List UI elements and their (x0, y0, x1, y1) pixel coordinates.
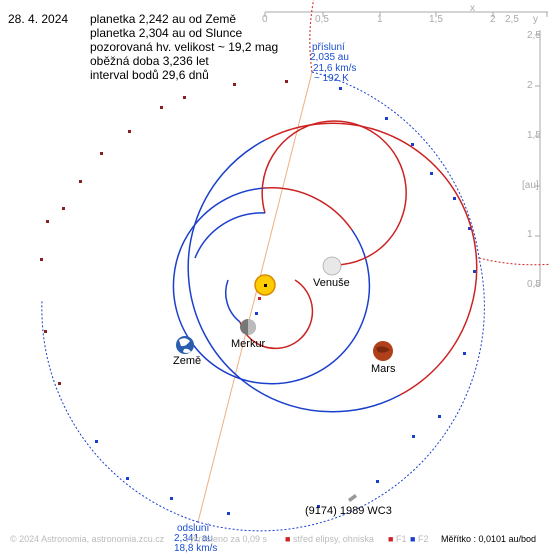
top-scale-tick-2: 1 (377, 14, 383, 25)
footer-f2: ■ F2 (410, 534, 429, 544)
asteroid-label: (9174) 1989 WC3 (305, 505, 392, 517)
mars-label: Mars (371, 363, 396, 375)
venus-orbit-red (261, 120, 407, 266)
mercury-icon (240, 319, 256, 335)
info-line-5: interval bodů 29,6 dnů (90, 68, 209, 82)
aphelion-title: odsluní (177, 523, 210, 534)
top-scale-tick-5: 2,5 (505, 14, 519, 25)
earth-label: Země (173, 355, 202, 367)
footer-rendered: vykresleno za 0,09 s (185, 534, 268, 544)
mars-orbit-red (264, 122, 478, 396)
top-scale-tick-1: 0,5 (315, 14, 329, 25)
top-scale-unit: y (533, 14, 538, 25)
earth-orbit-blue (172, 187, 371, 385)
venus-orbit-blue (194, 212, 266, 259)
venus-icon (322, 256, 342, 276)
perihelion-distance: 2,035 au (310, 52, 349, 63)
venus-label: Venuše (313, 277, 350, 289)
earth-orbit-red (264, 187, 353, 231)
right-scale-tick-3: 1 (527, 229, 533, 240)
earth-icon (176, 336, 194, 354)
top-scale-axis-x: x (470, 3, 475, 14)
mars-orbit-blue (187, 139, 401, 413)
perihelion-speed: 21,6 km/s (313, 63, 357, 74)
footer-ellipse-label: střed elipsy, ohniska (292, 534, 374, 544)
top-scale-tick-3: 1,5 (429, 14, 443, 25)
mars-icon (373, 341, 393, 361)
footer-f2-label: F2 (417, 534, 429, 544)
top-scale-tick-4: 2 (490, 14, 496, 25)
footer-copyright: © 2024 Astronomia, astronomia.zcu.cz (10, 534, 165, 544)
aphelion-distance: 2,341 au (174, 533, 213, 544)
right-scale-tick-0: 2,5 (527, 30, 541, 41)
info-line-3: pozorovaná hv. velikost ~ 19,2 mag (90, 40, 279, 54)
mercury-orbit-red (239, 279, 314, 350)
right-scale-tick-2: 1,5 (527, 130, 541, 141)
asteroid-orbit-blue (197, 71, 485, 532)
top-scale-tick-0: 0 (262, 14, 268, 25)
asteroid-orbit-red (309, 0, 550, 266)
info-line-4: oběžná doba 3,236 let (90, 54, 209, 68)
date-label: 28. 4. 2024 (8, 12, 69, 26)
asteroid-icon (348, 494, 357, 502)
perihelion-temp: ~ 192 K (314, 73, 349, 84)
footer-scale: Měřítko : 0,0101 au/bod (441, 534, 537, 544)
info-line-2: planetka 2,304 au od Slunce (90, 26, 243, 40)
footer-ellipse-center: ■ střed elipsy, ohniska (285, 534, 374, 544)
footer-f1-label: F1 (395, 534, 407, 544)
right-scale-tick-1: 2 (527, 80, 533, 91)
asteroid-orbit-points (40, 80, 476, 515)
right-scale-unit: [au] (522, 180, 539, 191)
right-scale-tick-4: 0,5 (527, 279, 541, 290)
asteroid-orbit-red-south (41, 299, 199, 523)
footer-f1: ■ F1 (388, 534, 407, 544)
aphelion-speed: 18,8 km/s (174, 543, 218, 554)
sun-icon (254, 274, 276, 296)
apsis-line (197, 71, 313, 523)
perihelion-title: přísluní (312, 42, 345, 53)
right-scale (535, 30, 541, 286)
info-line-1: planetka 2,242 au od Země (90, 12, 237, 26)
mercury-orbit-blue (224, 279, 241, 323)
mercury-label: Merkur (231, 338, 266, 350)
